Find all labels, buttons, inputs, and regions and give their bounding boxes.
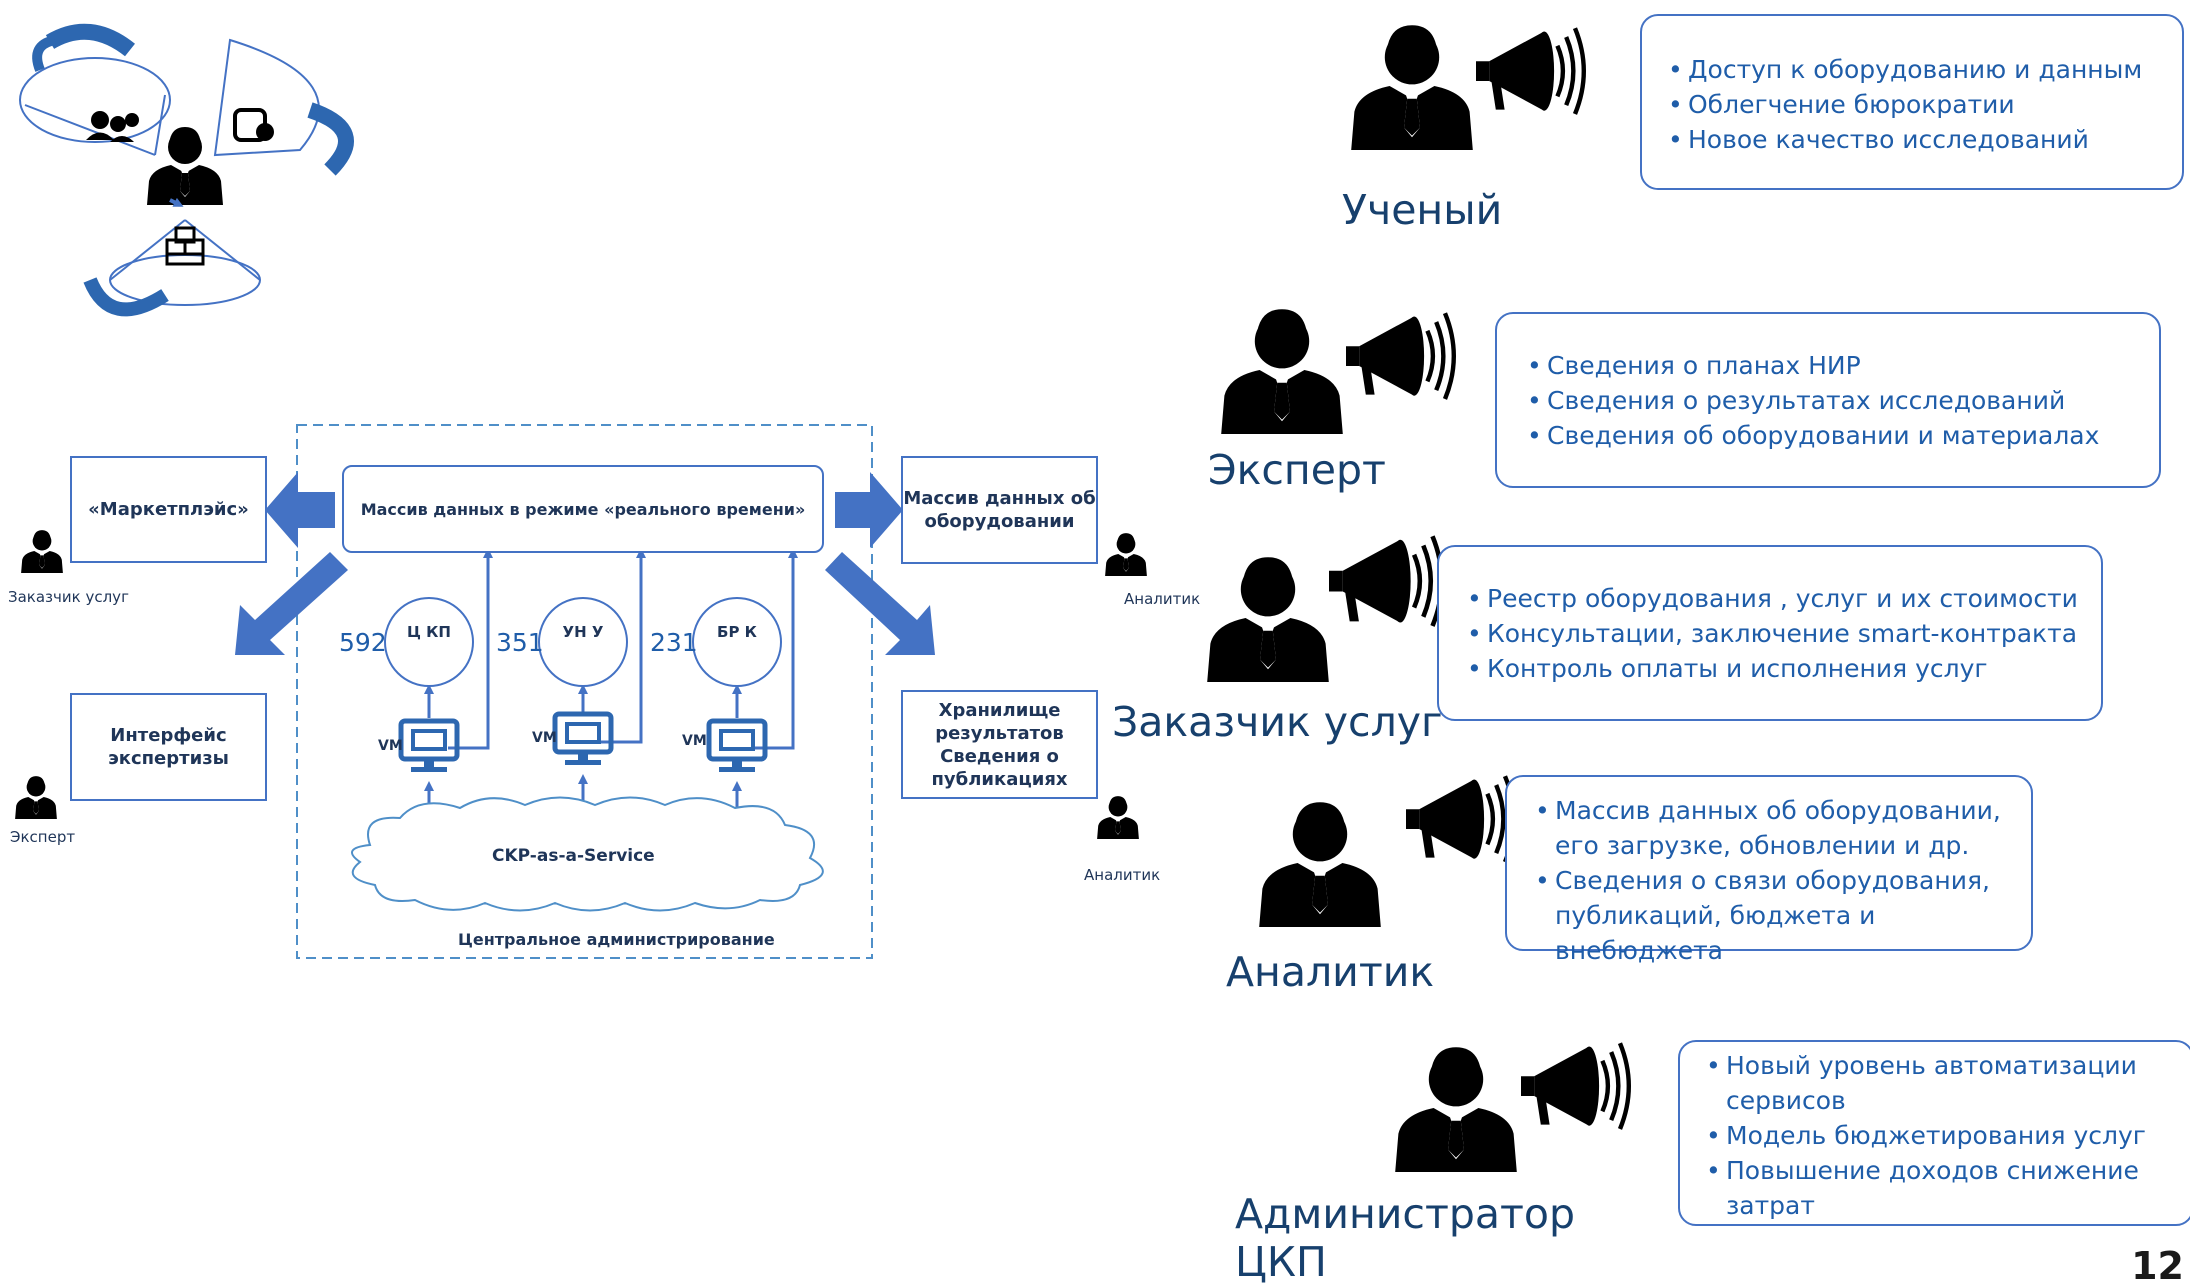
role-item: Контроль оплаты и исполнения услуг <box>1461 651 2101 686</box>
cycle-icon-group <box>19 23 354 317</box>
role-item: Доступ к оборудованию и данным <box>1662 52 2182 87</box>
node-label: Ц КП <box>407 623 451 641</box>
monitor-icon <box>555 714 611 765</box>
node-count: 592 <box>339 628 387 657</box>
node-count: 351 <box>496 628 544 657</box>
role-item: Сведения о связи оборудования, публикаци… <box>1529 863 2021 968</box>
role-item: Массив данных об оборудовании, его загру… <box>1529 793 2021 863</box>
central-data-box: Массив данных в режиме «реального времен… <box>342 465 824 553</box>
role-item: Облегчение бюрократии <box>1662 87 2182 122</box>
marketplace-box: «Маркетплэйс» <box>70 456 267 563</box>
page-number: 12 <box>2131 1244 2184 1288</box>
node-count: 231 <box>650 628 698 657</box>
role-item: Новое качество исследований <box>1662 122 2182 157</box>
vm-label: VM <box>682 733 707 749</box>
role-item: Модель бюджетирования услуг <box>1700 1118 2178 1153</box>
role-box-scientist: Доступ к оборудованию и данным Облегчени… <box>1640 14 2184 190</box>
role-item: Сведения об оборудовании и материалах <box>1521 418 2159 453</box>
node-circles <box>384 597 782 687</box>
role-item: Реестр оборудования , услуг и их стоимос… <box>1461 581 2101 616</box>
analyst-label: Аналитик <box>1124 590 1201 608</box>
cloud-label: CKP-as-a-Service <box>492 846 655 866</box>
role-box-admin: Новый уровень автоматизации сервисов Мод… <box>1678 1040 2190 1226</box>
flow-arrows <box>235 472 935 655</box>
vm-label: VM <box>532 730 557 746</box>
role-box-expert: Сведения о планах НИР Сведения о результ… <box>1495 312 2161 488</box>
role-item: Новый уровень автоматизации сервисов <box>1700 1048 2178 1118</box>
role-name-scientist: Ученый <box>1342 186 1503 234</box>
equipment-array-box: Массив данных об оборудовании <box>901 456 1098 564</box>
role-item: Повышение доходов снижение затрат <box>1700 1153 2178 1223</box>
role-name-analyst: Аналитик <box>1226 948 1435 996</box>
central-admin-frame <box>296 424 873 959</box>
central-admin-label: Центральное администрирование <box>458 930 775 949</box>
customer-label: Заказчик услуг <box>8 588 129 606</box>
results-storage-box: Хранилище результатов Сведения о публика… <box>901 690 1098 799</box>
cloud-shape <box>351 796 824 912</box>
vm-label: VM <box>378 738 403 754</box>
analyst-label: Аналитик <box>1084 866 1161 884</box>
role-name-expert: Эксперт <box>1208 446 1386 494</box>
role-name-admin: Администратор ЦКП <box>1235 1190 1575 1286</box>
node-label: УН У <box>562 623 604 641</box>
expert-label: Эксперт <box>10 828 76 846</box>
node-label: БР К <box>717 623 757 641</box>
role-item: Сведения о результатах исследований <box>1521 383 2159 418</box>
role-item: Сведения о планах НИР <box>1521 348 2159 383</box>
role-box-customer: Реестр оборудования , услуг и их стоимос… <box>1437 545 2103 721</box>
role-item: Консультации, заключение smart-контракта <box>1461 616 2101 651</box>
role-name-customer: Заказчик услуг <box>1112 698 1443 746</box>
expertise-interface-box: Интерфейс экспертизы <box>70 693 267 801</box>
role-box-analyst: Массив данных об оборудовании, его загру… <box>1505 775 2033 965</box>
